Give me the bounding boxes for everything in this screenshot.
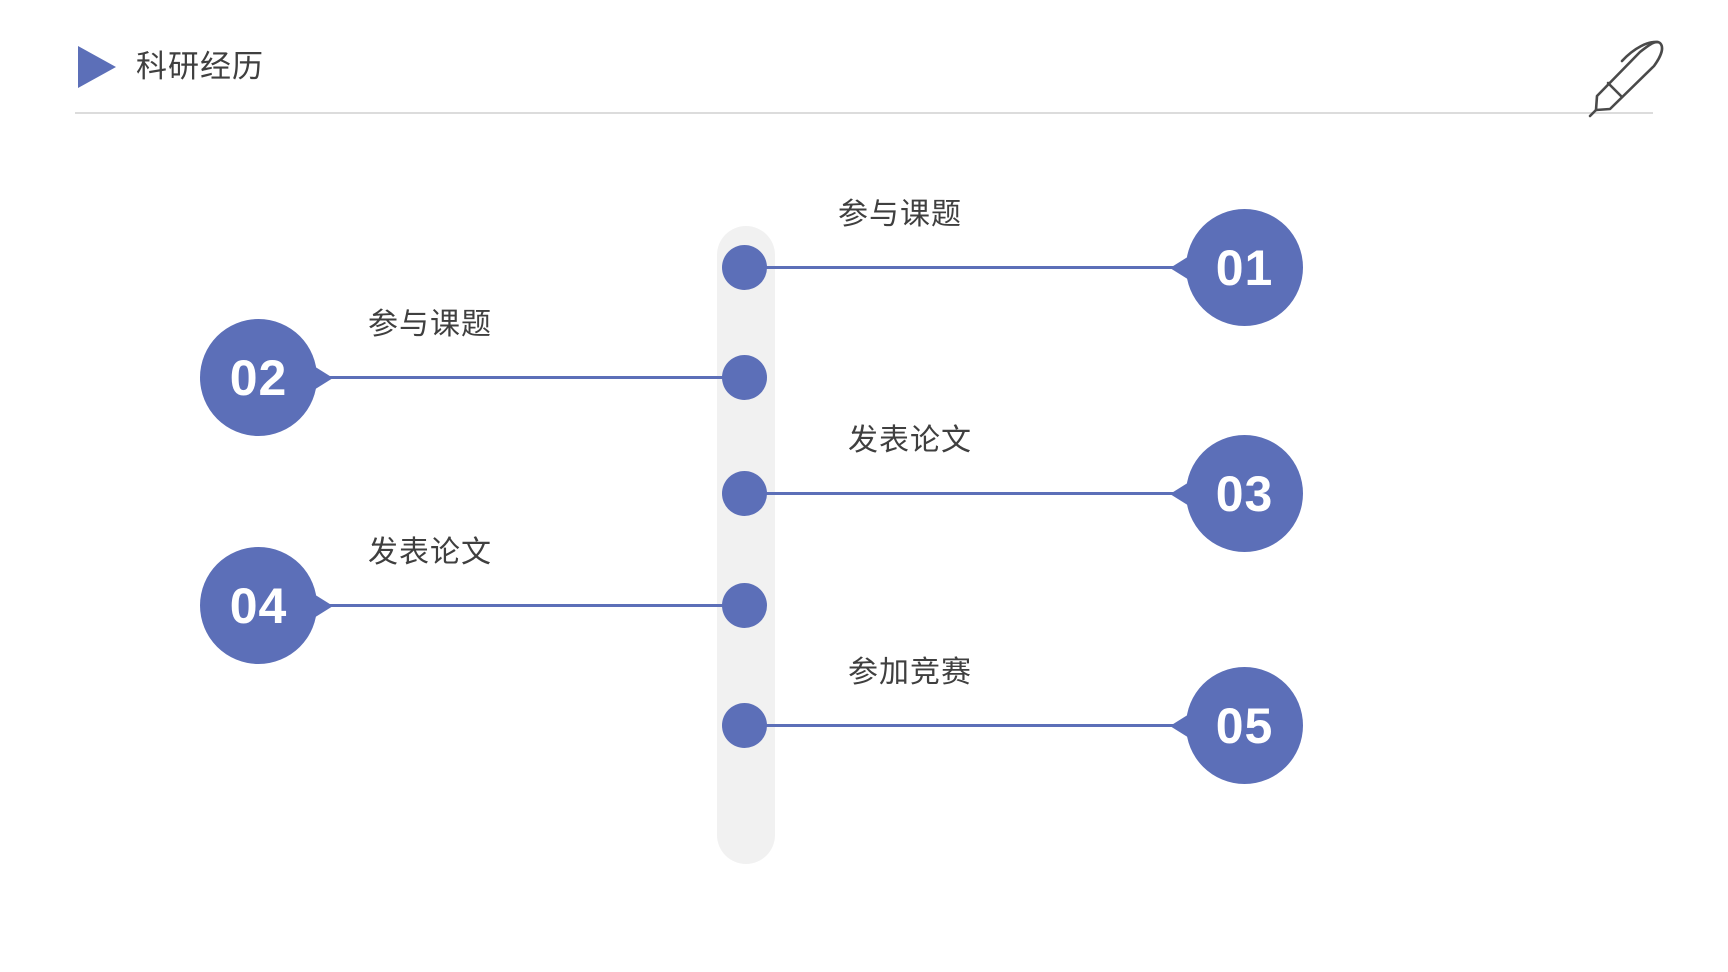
timeline-item: 02 参与课题	[0, 298, 1728, 458]
slide-header: 科研经历	[0, 0, 1728, 118]
step-caption: 参与课题	[368, 308, 492, 341]
timeline-dot[interactable]	[722, 583, 767, 628]
step-caption: 参加竞赛	[848, 656, 972, 689]
timeline-item: 01 参与课题	[0, 188, 1728, 348]
timeline-item: 05 参加竞赛	[0, 646, 1728, 806]
pen-icon	[1588, 40, 1664, 118]
timeline-dot[interactable]	[722, 355, 767, 400]
timeline-spine	[717, 226, 775, 864]
step-number-label: 02	[229, 349, 288, 406]
step-number-bubble[interactable]: 04	[200, 547, 333, 664]
step-caption: 发表论文	[368, 536, 492, 569]
bubble-tail-icon	[309, 363, 333, 393]
header-divider	[75, 112, 1653, 114]
bubble-tail-icon	[309, 591, 333, 621]
timeline-item: 04 发表论文	[0, 526, 1728, 686]
step-number-label: 03	[1215, 465, 1274, 522]
connector-line	[745, 724, 1200, 727]
timeline-item: 03 发表论文	[0, 414, 1728, 574]
step-number-bubble[interactable]: 03	[1170, 435, 1303, 552]
step-number-bubble[interactable]: 01	[1170, 209, 1303, 326]
connector-line	[745, 266, 1200, 269]
page-title: 科研经历	[136, 49, 264, 84]
play-triangle-icon	[78, 46, 116, 88]
step-caption: 发表论文	[848, 424, 972, 457]
step-caption: 参与课题	[838, 198, 962, 231]
connector-line	[285, 376, 747, 379]
connector-line	[745, 492, 1200, 495]
step-number-label: 05	[1215, 697, 1274, 754]
timeline-dot[interactable]	[722, 471, 767, 516]
connector-line	[285, 604, 747, 607]
bubble-tail-icon	[1170, 253, 1194, 283]
bubble-tail-icon	[1170, 711, 1194, 741]
step-number-bubble[interactable]: 02	[200, 319, 333, 436]
step-number-label: 04	[229, 577, 288, 634]
bubble-tail-icon	[1170, 479, 1194, 509]
step-number-bubble[interactable]: 05	[1170, 667, 1303, 784]
step-number-label: 01	[1215, 239, 1274, 296]
timeline-dot[interactable]	[722, 703, 767, 748]
timeline-dot[interactable]	[722, 245, 767, 290]
